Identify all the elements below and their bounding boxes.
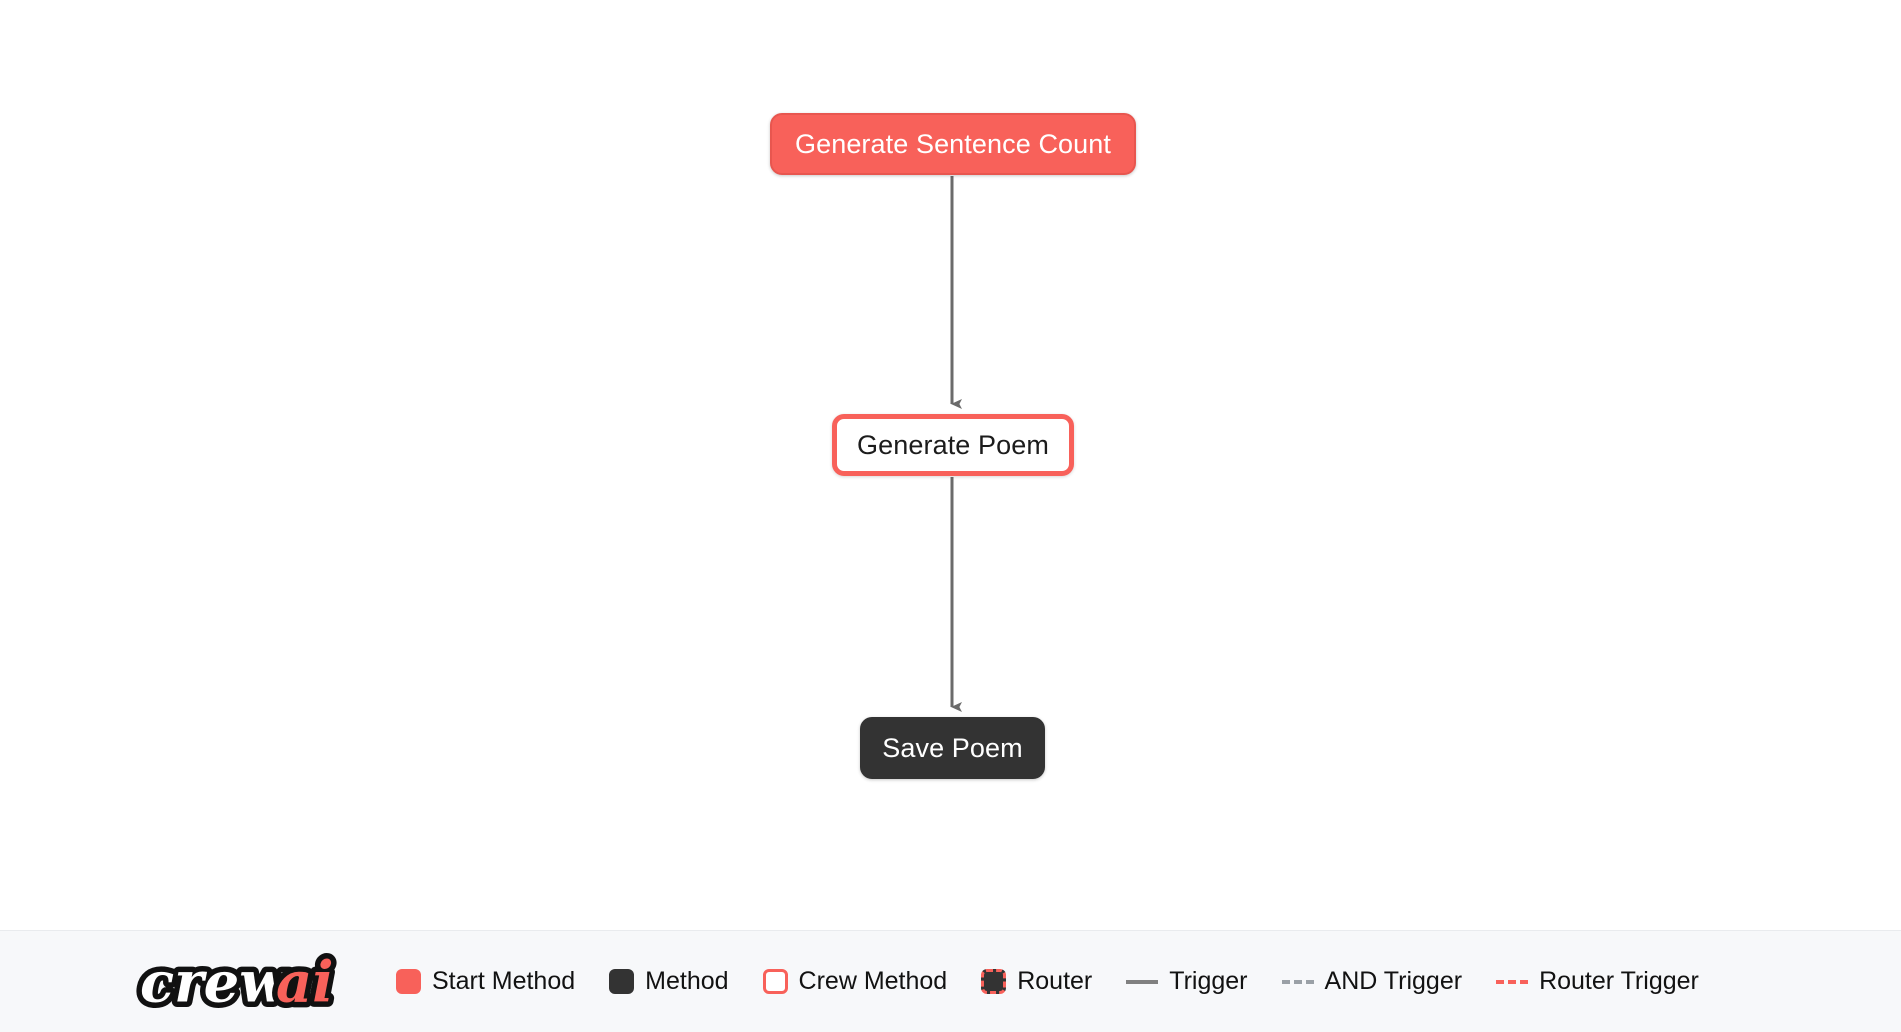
legend-label: Router <box>1017 967 1093 995</box>
legend-bar: crew crew ai ai Start Method Method Crew… <box>0 930 1901 1032</box>
legend-item-trigger: Trigger <box>1126 967 1248 995</box>
legend-label: Method <box>645 967 729 995</box>
legend-item-start-method: Start Method <box>396 969 575 994</box>
legend-item-method: Method <box>609 967 729 995</box>
legend-label: Start Method <box>432 967 576 995</box>
flow-node-save-poem[interactable]: Save Poem <box>860 717 1045 779</box>
flow-canvas[interactable]: Generate Sentence Count Generate Poem Sa… <box>0 0 1901 930</box>
logo-outline-crew: crew <box>140 949 289 1015</box>
router-trigger-line-icon <box>1496 979 1529 984</box>
legend-label: Router Trigger <box>1539 967 1699 995</box>
legend-label: Crew Method <box>798 967 948 995</box>
legend-label: AND Trigger <box>1324 967 1463 995</box>
legend-label: Trigger <box>1169 967 1248 995</box>
method-swatch-icon <box>609 969 635 994</box>
legend-items: Start Method Method Crew Method Router T… <box>396 969 1699 994</box>
legend-item-and-trigger: AND Trigger <box>1281 967 1463 995</box>
crewai-logo: crew crew ai ai <box>136 945 354 1019</box>
flow-node-generate-sentence-count[interactable]: Generate Sentence Count <box>770 113 1136 175</box>
and-trigger-line-icon <box>1281 979 1314 984</box>
legend-item-router-trigger: Router Trigger <box>1496 969 1699 994</box>
flow-node-label: Generate Poem <box>857 429 1049 460</box>
legend-item-crew-method: Crew Method <box>762 967 948 995</box>
start-method-swatch-icon <box>396 969 421 994</box>
crew-method-swatch-icon <box>762 969 788 994</box>
logo-text-crew: crew <box>140 949 289 1015</box>
trigger-line-icon <box>1126 979 1159 984</box>
logo-outline-ai: ai <box>276 949 334 1015</box>
legend-item-router: Router <box>981 969 1092 994</box>
flow-node-label: Generate Sentence Count <box>794 128 1112 159</box>
logo-text-ai: ai <box>276 949 334 1015</box>
flow-node-generate-poem[interactable]: Generate Poem <box>832 414 1074 476</box>
flow-node-label: Save Poem <box>882 732 1023 763</box>
router-swatch-icon <box>981 969 1007 994</box>
